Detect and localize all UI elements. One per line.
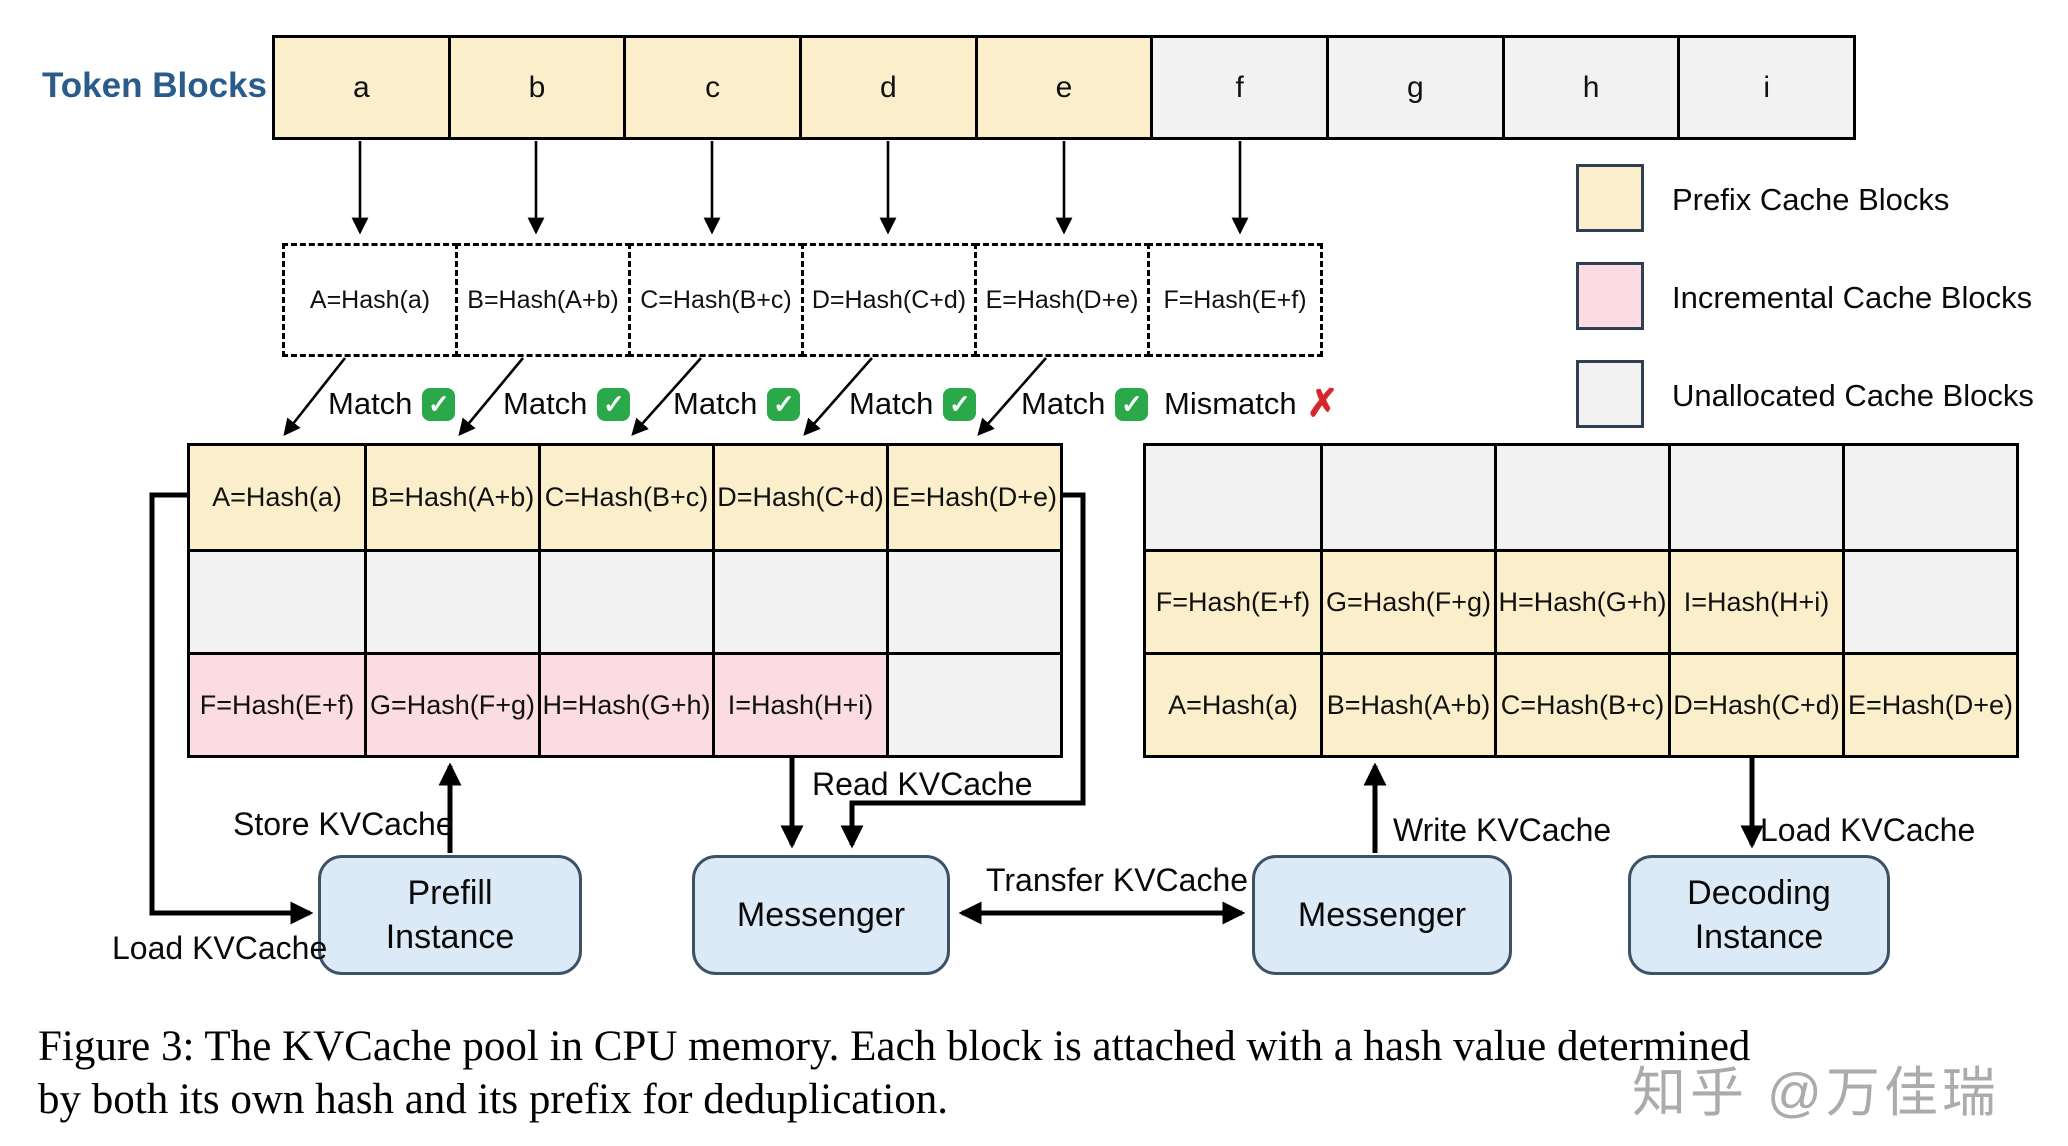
cache-block: B=Hash(A+b) [1320, 655, 1494, 755]
transfer-kvcache-label: Transfer KVCache [986, 862, 1249, 898]
pool-row: F=Hash(E+f) G=Hash(F+g) H=Hash(G+h) I=Ha… [190, 652, 1060, 755]
legend-swatch-unallocated [1576, 360, 1644, 428]
cache-block-empty [886, 655, 1060, 755]
cache-block: G=Hash(F+g) [1320, 552, 1494, 652]
pool-row: A=Hash(a) B=Hash(A+b) C=Hash(B+c) D=Hash… [1146, 652, 2016, 755]
cache-block-empty [1842, 552, 2016, 652]
match-label-3: Match ✓ [673, 384, 801, 424]
caption-line-1: Figure 3: The KVCache pool in CPU memory… [38, 1023, 1751, 1070]
kvcache-pool-left: A=Hash(a) B=Hash(A+b) C=Hash(B+c) D=Hash… [187, 443, 1063, 758]
pool-row [1146, 446, 2016, 549]
read-kvcache-label: Read KVCache [812, 766, 1033, 802]
cache-block: D=Hash(C+d) [712, 446, 886, 549]
hash-block: C=Hash(B+c) [628, 243, 804, 357]
token-block-g: g [1326, 38, 1502, 137]
token-block-d: d [799, 38, 975, 137]
token-block-c: c [623, 38, 800, 137]
cache-block-empty [712, 552, 886, 652]
messenger-box-left: Messenger [692, 855, 950, 975]
cache-block: B=Hash(A+b) [364, 446, 538, 549]
hash-block: E=Hash(D+e) [974, 243, 1150, 357]
kvcache-pool-right: F=Hash(E+f) G=Hash(F+g) H=Hash(G+h) I=Ha… [1143, 443, 2019, 758]
cache-block: A=Hash(a) [190, 446, 364, 549]
cache-block-empty [1842, 446, 2016, 549]
hash-block: D=Hash(C+d) [801, 243, 977, 357]
messenger-box-right: Messenger [1252, 855, 1512, 975]
decoding-instance-box: Decoding Instance [1628, 855, 1890, 975]
cache-block: C=Hash(B+c) [538, 446, 712, 549]
match-label-2: Match ✓ [503, 384, 631, 424]
cache-block-empty [364, 552, 538, 652]
flow-connectors [149, 492, 1764, 925]
cache-block-empty [190, 552, 364, 652]
token-block-i: i [1677, 38, 1854, 137]
token-block-e: e [974, 38, 1151, 137]
cache-block: I=Hash(H+i) [1668, 552, 1842, 652]
cache-block-empty [1320, 446, 1494, 549]
cache-block: E=Hash(D+e) [1842, 655, 2016, 755]
cache-block: G=Hash(F+g) [364, 655, 538, 755]
token-block-a: a [275, 38, 448, 137]
legend-label-incremental: Incremental Cache Blocks [1672, 280, 2033, 315]
store-kvcache-label: Store KVCache [233, 806, 454, 842]
check-icon: ✓ [1115, 387, 1149, 421]
cache-block-empty [1146, 446, 1320, 549]
mismatch-label: Mismatch ✗ [1164, 382, 1339, 425]
load-kvcache-left-arrow [149, 492, 314, 925]
cache-block: H=Hash(G+h) [538, 655, 712, 755]
match-label-4: Match ✓ [849, 384, 977, 424]
legend-swatch-incremental [1576, 262, 1644, 330]
pool-row: A=Hash(a) B=Hash(A+b) C=Hash(B+c) D=Hash… [190, 446, 1060, 549]
token-block-f: f [1150, 38, 1327, 137]
cache-block: F=Hash(E+f) [1146, 552, 1320, 652]
hash-block: A=Hash(a) [282, 243, 458, 357]
match-label-1: Match ✓ [328, 384, 456, 424]
legend-swatch-prefix [1576, 164, 1644, 232]
cache-block: D=Hash(C+d) [1668, 655, 1842, 755]
check-icon: ✓ [422, 387, 456, 421]
check-icon: ✓ [943, 387, 977, 421]
figure-caption: Figure 3: The KVCache pool in CPU memory… [38, 1020, 2048, 1126]
check-icon: ✓ [597, 387, 631, 421]
check-icon: ✓ [767, 387, 801, 421]
cache-block: I=Hash(H+i) [712, 655, 886, 755]
cache-block-empty [886, 552, 1060, 652]
pool-row [190, 549, 1060, 652]
watermark: 知乎 @万佳瑞 [1632, 1063, 2000, 1123]
caption-line-2: by both its own hash and its prefix for … [38, 1076, 949, 1123]
match-arrows [283, 357, 1047, 436]
cache-block: F=Hash(E+f) [190, 655, 364, 755]
cache-block: E=Hash(D+e) [886, 446, 1060, 549]
legend-label-unallocated: Unallocated Cache Blocks [1672, 378, 2034, 413]
match-label-5: Match ✓ [1021, 384, 1149, 424]
hash-block: F=Hash(E+f) [1147, 243, 1323, 357]
cache-block-empty [1668, 446, 1842, 549]
cache-block-empty [1494, 446, 1668, 549]
token-to-hash-arrows [351, 141, 1249, 235]
read-kvcache-arrow-b [840, 492, 1086, 849]
load-kvcache-left-label: Load KVCache [112, 930, 328, 966]
token-block-h: h [1501, 38, 1678, 137]
write-kvcache-label: Write KVCache [1393, 812, 1612, 848]
cross-icon: ✗ [1306, 382, 1339, 425]
pool-row: F=Hash(E+f) G=Hash(F+g) H=Hash(G+h) I=Ha… [1146, 549, 2016, 652]
hash-blocks-row: A=Hash(a) B=Hash(A+b) C=Hash(B+c) D=Hash… [282, 243, 1334, 357]
load-kvcache-right-label: Load KVCache [1760, 812, 1976, 848]
cache-block: C=Hash(B+c) [1494, 655, 1668, 755]
cache-block-empty [538, 552, 712, 652]
prefill-instance-box: Prefill Instance [318, 855, 582, 975]
cache-block: H=Hash(G+h) [1494, 552, 1668, 652]
cache-block: A=Hash(a) [1146, 655, 1320, 755]
token-blocks-row: a b c d e f g h i [272, 35, 1856, 140]
token-blocks-label: Token Blocks [42, 66, 267, 105]
hash-block: B=Hash(A+b) [455, 243, 631, 357]
token-block-b: b [447, 38, 624, 137]
legend-label-prefix: Prefix Cache Blocks [1672, 182, 1950, 217]
